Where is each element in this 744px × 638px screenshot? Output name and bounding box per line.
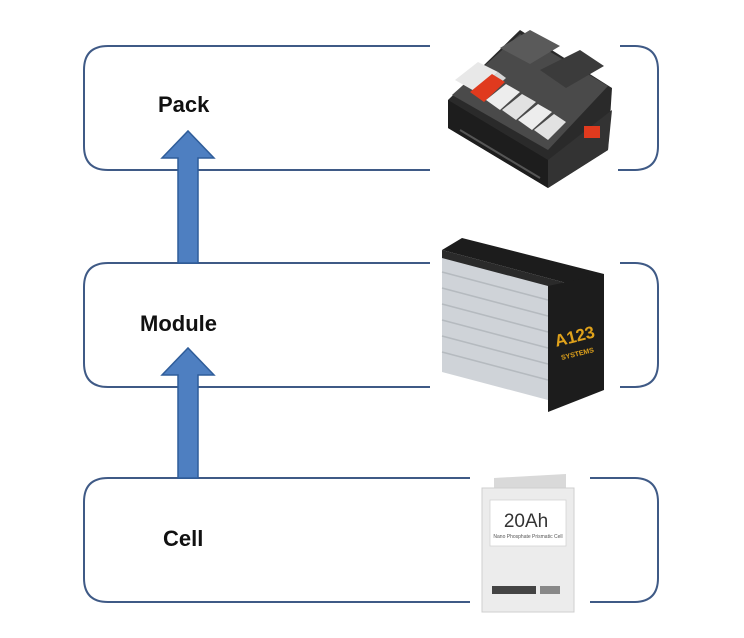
level-label-module: Module [140,311,217,336]
level-label-cell: Cell [163,526,204,551]
pouch-cell-image: 20Ah Nano Phosphate Prismatic Cell [481,474,575,613]
cell-subtitle-text: Nano Phosphate Prismatic Cell [493,534,562,540]
cell-capacity-text: 20Ah [504,511,548,532]
level-label-pack: Pack [158,92,210,117]
level-frame-cell [83,477,659,603]
battery-pack-image [448,30,612,188]
up-arrow-icon [160,346,216,479]
level-frame-module [83,262,659,388]
battery-module-image: A123 SYSTEMS [441,238,604,412]
level-frame-pack [83,45,659,171]
up-arrow-icon [160,129,216,264]
